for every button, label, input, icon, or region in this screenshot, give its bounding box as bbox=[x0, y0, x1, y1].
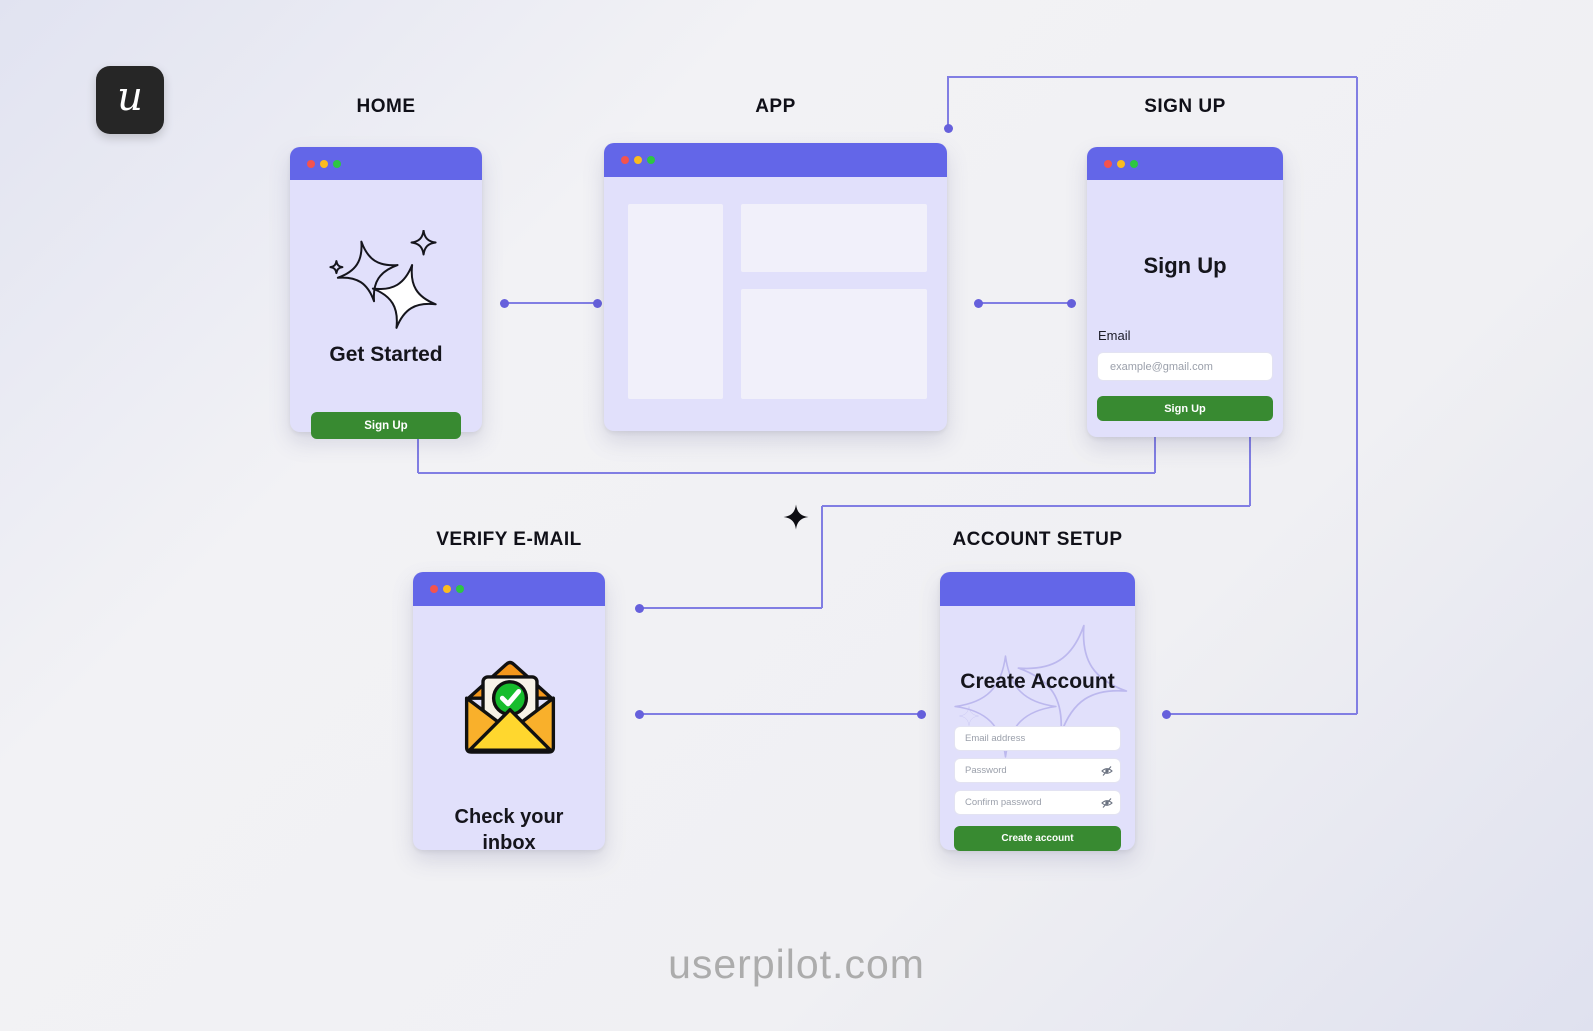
connector-signup-verify-h2 bbox=[639, 607, 822, 609]
connector-endpoint bbox=[500, 299, 509, 308]
signup-submit-button[interactable]: Sign Up bbox=[1097, 396, 1273, 421]
connector-app-account-v2 bbox=[1356, 77, 1358, 714]
step-title-home: HOME bbox=[356, 96, 416, 117]
connector-signup-verify-v1 bbox=[1249, 418, 1251, 506]
connector-signup-verify-h1 bbox=[822, 505, 1250, 507]
sparkle-accent-icon bbox=[783, 504, 809, 530]
connector-verify-account bbox=[639, 713, 921, 715]
connector-app-signup bbox=[978, 302, 1071, 304]
step-title-app: APP bbox=[755, 96, 796, 117]
userpilot-logo: u bbox=[96, 66, 164, 134]
connector-endpoint bbox=[635, 604, 644, 613]
watermark-text: userpilot.com bbox=[668, 941, 925, 987]
signup-email-label: Email bbox=[1098, 328, 1131, 343]
traffic-light-red-icon bbox=[621, 156, 629, 164]
traffic-light-green-icon bbox=[456, 585, 464, 593]
signup-window-header bbox=[1087, 147, 1283, 180]
verify-window-header bbox=[413, 572, 605, 606]
connector-endpoint bbox=[1162, 710, 1171, 719]
step-title-signup: SIGN UP bbox=[1144, 96, 1226, 117]
verify-heading: Check your inbox bbox=[413, 804, 605, 856]
verify-heading-line2: inbox bbox=[482, 832, 536, 854]
signup-email-input[interactable] bbox=[1097, 352, 1273, 381]
connector-endpoint bbox=[1067, 299, 1076, 308]
connector-app-account-h2 bbox=[1166, 713, 1357, 715]
verify-heading-line1: Check your bbox=[454, 806, 564, 828]
account-window: Create Account Create account bbox=[940, 572, 1135, 851]
connector-home-app bbox=[504, 302, 597, 304]
app-window-header bbox=[604, 143, 947, 177]
connector-endpoint bbox=[593, 299, 602, 308]
connector-endpoint bbox=[917, 710, 926, 719]
account-email-input[interactable] bbox=[954, 726, 1121, 751]
account-heading: Create Account bbox=[960, 670, 1115, 693]
traffic-light-green-icon bbox=[1130, 159, 1138, 168]
traffic-light-red-icon bbox=[307, 159, 315, 168]
traffic-light-yellow-icon bbox=[320, 159, 328, 168]
logo-letter: u bbox=[117, 74, 143, 120]
eye-off-icon[interactable] bbox=[1101, 765, 1113, 777]
step-title-account: ACCOUNT SETUP bbox=[952, 529, 1123, 550]
traffic-light-yellow-icon bbox=[443, 585, 451, 593]
traffic-light-yellow-icon bbox=[1117, 159, 1125, 168]
eye-off-icon[interactable] bbox=[1101, 797, 1113, 809]
traffic-light-green-icon bbox=[647, 156, 655, 164]
app-panel-top-placeholder bbox=[741, 204, 927, 272]
account-password-input[interactable] bbox=[954, 758, 1121, 783]
home-signup-button[interactable]: Sign Up bbox=[311, 412, 461, 439]
connector-endpoint bbox=[944, 124, 953, 133]
verified-mail-icon bbox=[464, 660, 556, 754]
account-create-button[interactable]: Create account bbox=[954, 826, 1121, 851]
sparkles-icon bbox=[328, 230, 444, 334]
app-panel-bottom-placeholder bbox=[741, 289, 927, 399]
connector-signup-home-v2 bbox=[417, 431, 419, 473]
traffic-light-green-icon bbox=[333, 159, 341, 168]
home-heading: Get Started bbox=[329, 343, 443, 366]
verify-window: Check your inbox bbox=[413, 572, 605, 854]
traffic-light-red-icon bbox=[1104, 159, 1112, 168]
traffic-light-red-icon bbox=[430, 585, 438, 593]
connector-endpoint bbox=[635, 710, 644, 719]
traffic-light-yellow-icon bbox=[634, 156, 642, 164]
background-sparkles-icon bbox=[954, 624, 1128, 758]
connector-signup-home-h bbox=[418, 472, 1155, 474]
home-window-header bbox=[290, 147, 482, 180]
home-window: Get Started Sign Up bbox=[290, 147, 482, 439]
app-sidebar-placeholder bbox=[628, 204, 723, 399]
connector-app-account-v1 bbox=[947, 77, 949, 128]
account-confirm-password-input[interactable] bbox=[954, 790, 1121, 815]
account-window-header bbox=[940, 572, 1135, 606]
connector-signup-verify-v2 bbox=[821, 506, 823, 608]
step-title-verify: VERIFY E-MAIL bbox=[436, 529, 582, 550]
app-window bbox=[604, 143, 947, 431]
connector-endpoint bbox=[974, 299, 983, 308]
connector-signup-home-v1 bbox=[1154, 432, 1156, 473]
connector-app-account-h1 bbox=[947, 76, 1357, 78]
signup-window: Sign Up Email Sign Up bbox=[1087, 147, 1283, 437]
signup-heading: Sign Up bbox=[1143, 253, 1227, 278]
